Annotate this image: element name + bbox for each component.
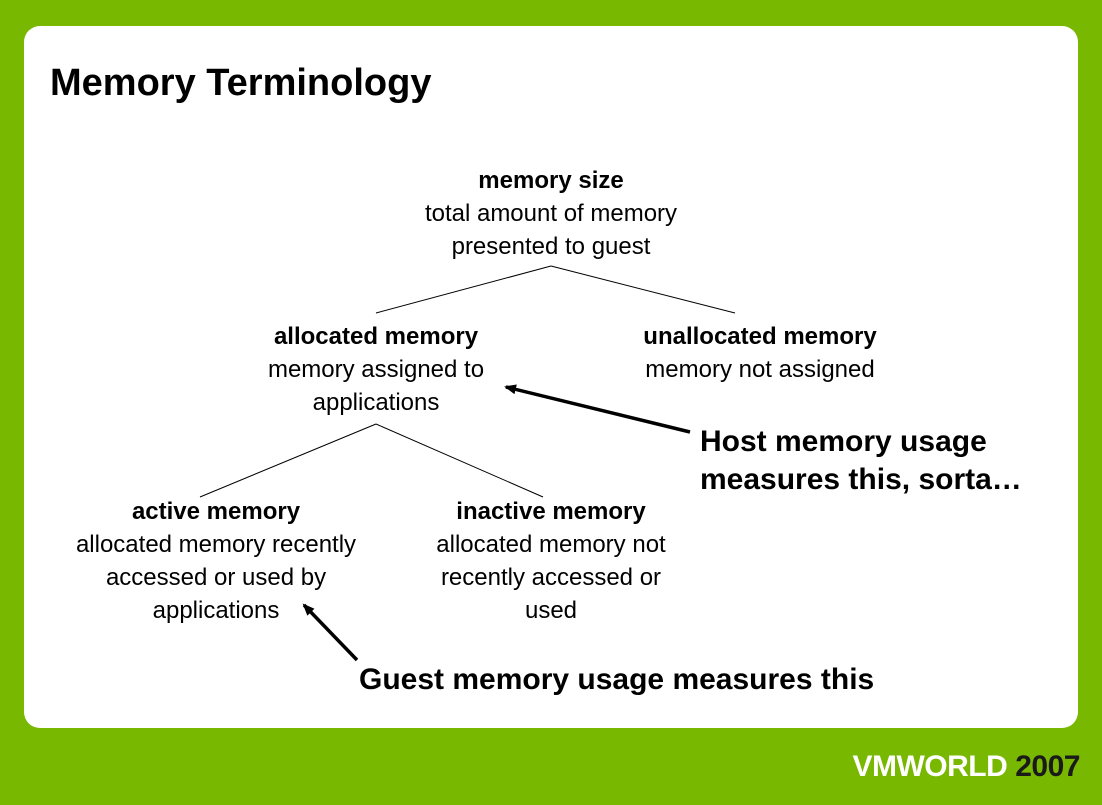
node-unallocated-memory: unallocated memory memory not assigned xyxy=(600,320,920,386)
node-active-memory-desc-2: accessed or used by xyxy=(105,564,327,591)
node-active-memory-desc-3: applications xyxy=(152,597,280,624)
node-active-memory-desc-1: allocated memory recently xyxy=(75,531,357,558)
edge-allocated-inactive xyxy=(375,423,544,498)
node-unallocated-memory-desc-1: memory not assigned xyxy=(645,356,875,383)
node-allocated-memory-desc-2: applications xyxy=(312,389,440,416)
node-allocated-memory-desc-1: memory assigned to xyxy=(267,356,485,383)
host-callout-arrow xyxy=(504,384,691,434)
host-callout-line-1: Host memory usage xyxy=(700,425,987,458)
host-memory-callout: Host memory usage measures this, sorta… xyxy=(700,423,1022,499)
node-unallocated-memory-heading: unallocated memory xyxy=(643,323,877,350)
slide-panel xyxy=(24,26,1078,728)
edge-root-allocated xyxy=(375,265,552,314)
node-inactive-memory-desc-1: allocated memory not xyxy=(436,531,666,558)
node-inactive-memory-desc-2: recently accessed or xyxy=(440,564,662,591)
guest-callout-line-1: Guest memory usage measures this xyxy=(359,663,875,696)
node-inactive-memory-desc-3: used xyxy=(524,597,578,624)
node-allocated-memory: allocated memory memory assigned to appl… xyxy=(226,320,526,419)
guest-callout-arrow xyxy=(302,603,359,662)
node-active-memory-heading: active memory xyxy=(131,498,301,525)
vmworld-year: 2007 xyxy=(1015,750,1080,783)
node-inactive-memory-heading: inactive memory xyxy=(456,498,646,525)
edge-allocated-active xyxy=(199,423,377,498)
node-memory-size-desc-1: total amount of memory xyxy=(424,200,678,227)
edge-root-unallocated xyxy=(550,265,736,314)
host-callout-line-2: measures this, sorta… xyxy=(700,463,1022,496)
node-allocated-memory-heading: allocated memory xyxy=(273,323,479,350)
node-memory-size-heading: memory size xyxy=(478,167,624,194)
vmworld-brand: VMWORLD xyxy=(852,750,1008,783)
node-inactive-memory: inactive memory allocated memory not rec… xyxy=(396,495,706,627)
node-active-memory: active memory allocated memory recently … xyxy=(46,495,386,627)
node-memory-size: memory size total amount of memory prese… xyxy=(381,164,721,263)
slide-title: Memory Terminology xyxy=(50,62,432,104)
node-memory-size-desc-2: presented to guest xyxy=(451,233,651,260)
guest-memory-callout: Guest memory usage measures this xyxy=(359,661,874,699)
